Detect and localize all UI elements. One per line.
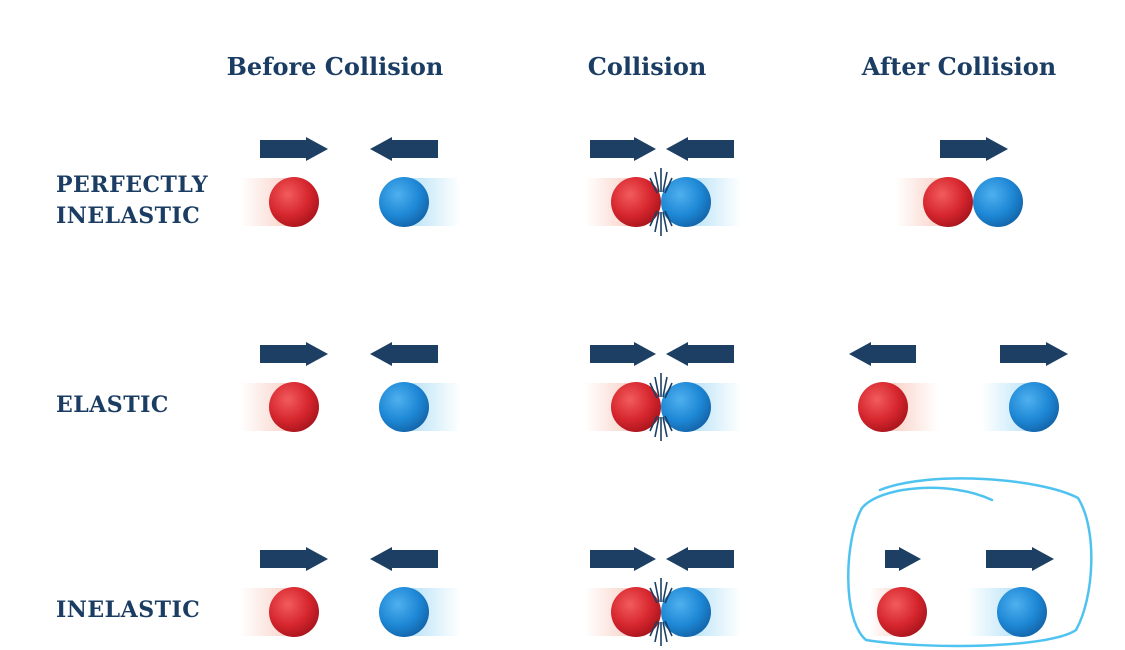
- impact-line: [654, 621, 660, 643]
- impact-line: [649, 177, 658, 194]
- left-arrow: [666, 137, 734, 161]
- blue-ball: [379, 382, 429, 432]
- row-label-elastic: ELASTIC: [56, 390, 169, 421]
- impact-line: [664, 177, 673, 194]
- right-arrow: [940, 137, 1008, 161]
- impact-line: [654, 171, 660, 193]
- right-arrow: [260, 547, 328, 571]
- right-arrow: [260, 342, 328, 366]
- impact-line: [649, 382, 658, 399]
- row-label-line: PERFECTLY: [56, 172, 209, 198]
- impact-line: [654, 581, 660, 603]
- blue-ball: [661, 177, 711, 227]
- impact-line: [649, 210, 658, 227]
- column-header-collision: Collision: [587, 52, 707, 81]
- left-arrow: [370, 137, 438, 161]
- red-ball: [923, 177, 973, 227]
- red-ball: [269, 177, 319, 227]
- left-arrow: [849, 342, 916, 366]
- impact-line: [649, 415, 658, 432]
- right-arrow: [590, 342, 656, 366]
- impact-line: [654, 211, 660, 233]
- impact-line: [662, 621, 668, 643]
- impact-line: [664, 620, 673, 637]
- impact-line: [664, 587, 673, 604]
- red-ball: [877, 587, 927, 637]
- red-ball: [269, 382, 319, 432]
- right-arrow: [590, 137, 656, 161]
- impact-line: [664, 382, 673, 399]
- column-header-after: After Collision: [861, 52, 1057, 81]
- right-arrow: [260, 137, 328, 161]
- right-arrow: [590, 547, 656, 571]
- impact-line: [664, 415, 673, 432]
- left-arrow: [666, 547, 734, 571]
- left-arrow: [370, 342, 438, 366]
- row-label-inelastic: INELASTIC: [56, 595, 200, 626]
- right-arrow: [986, 547, 1054, 571]
- row-label-perfectly-inelastic: PERFECTLY INELASTIC: [56, 170, 208, 232]
- impact-line: [662, 376, 668, 398]
- impact-line: [662, 416, 668, 438]
- arrows: [260, 137, 1068, 571]
- balls: [269, 177, 1059, 637]
- impact-line: [664, 210, 673, 227]
- column-header-before: Before Collision: [226, 52, 444, 81]
- red-ball: [611, 587, 661, 637]
- impact-line: [662, 171, 668, 193]
- blue-ball: [661, 587, 711, 637]
- right-arrow: [885, 547, 921, 571]
- impact-line: [649, 620, 658, 637]
- impact-line: [662, 581, 668, 603]
- red-ball: [858, 382, 908, 432]
- red-ball: [611, 177, 661, 227]
- red-ball: [269, 587, 319, 637]
- right-arrow: [1000, 342, 1068, 366]
- blue-ball: [973, 177, 1023, 227]
- impact-line: [662, 211, 668, 233]
- blue-ball: [379, 177, 429, 227]
- impact-line: [649, 587, 658, 604]
- highlight-circle: [847, 477, 1093, 648]
- left-arrow: [370, 547, 438, 571]
- blue-ball: [997, 587, 1047, 637]
- row-label-line: ELASTIC: [56, 392, 169, 418]
- row-label-line: INELASTIC: [56, 597, 201, 623]
- row-label-line: INELASTIC: [56, 203, 201, 229]
- blue-ball: [379, 587, 429, 637]
- impact-line: [654, 416, 660, 438]
- blue-ball: [1009, 382, 1059, 432]
- impact-marks: [649, 168, 673, 646]
- blue-ball: [661, 382, 711, 432]
- red-ball: [611, 382, 661, 432]
- impact-line: [654, 376, 660, 398]
- left-arrow: [666, 342, 734, 366]
